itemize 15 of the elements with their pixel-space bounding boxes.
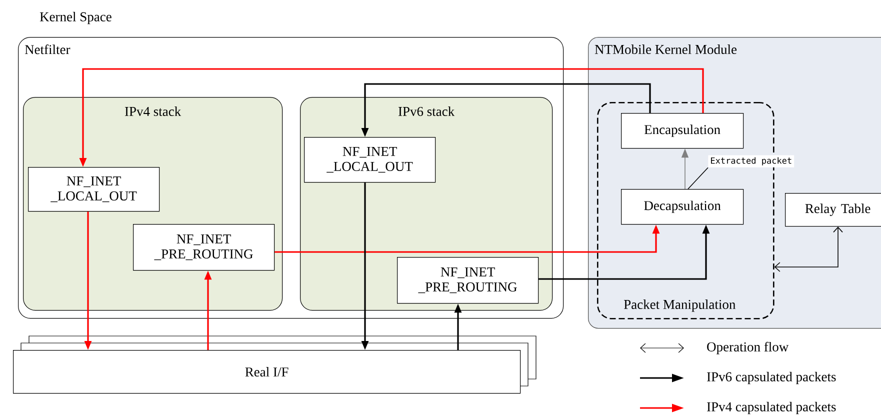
process-box: NF_INET _PRE_ROUTING	[397, 257, 539, 304]
double-arrow	[774, 226, 843, 272]
process-box: NF_INET _LOCAL_OUT	[28, 167, 160, 212]
legend-text: IPv4 capsulated packets	[707, 402, 836, 414]
process-box: NF_INET _PRE_ROUTING	[133, 224, 275, 271]
process-box: Decapsulation	[621, 189, 744, 225]
process-box: NF_INET _LOCAL_OUT	[304, 137, 436, 183]
interface-stack: Real I/F	[13, 336, 536, 394]
legend-text: Operation flow	[707, 342, 789, 354]
process-box: Encapsulation	[621, 113, 744, 149]
legend-text: IPv6 capsulated packets	[707, 372, 836, 384]
area-label: Kernel Space	[40, 12, 112, 24]
callout-label: Extracted packet	[708, 155, 794, 168]
process-box: Relay Table	[785, 193, 881, 227]
leader-line	[688, 167, 708, 190]
